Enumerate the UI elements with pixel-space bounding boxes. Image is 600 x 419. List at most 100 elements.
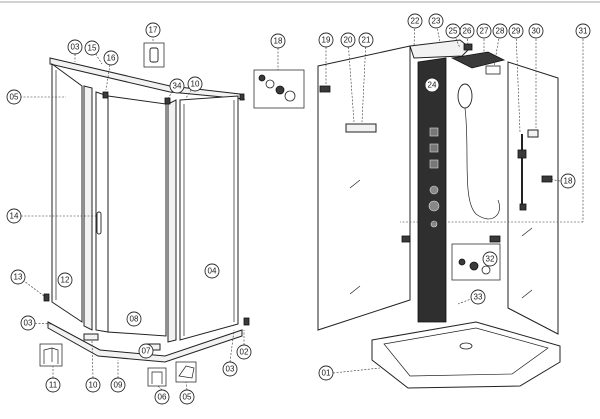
svg-text:26: 26 bbox=[463, 27, 472, 36]
right-back-wall bbox=[507, 61, 559, 335]
label-31: 31 bbox=[575, 23, 591, 39]
label-24: 24 bbox=[424, 77, 440, 93]
part-05-guide bbox=[175, 361, 197, 383]
svg-text:17: 17 bbox=[149, 26, 158, 35]
svg-text:01: 01 bbox=[322, 369, 331, 378]
svg-text:05: 05 bbox=[183, 393, 192, 402]
svg-text:11: 11 bbox=[49, 381, 58, 390]
bottom-rail bbox=[47, 321, 243, 363]
label-06: 06 bbox=[154, 389, 170, 405]
shower-tray bbox=[371, 321, 561, 389]
label-02: 02 bbox=[236, 344, 252, 360]
svg-text:08: 08 bbox=[130, 315, 139, 324]
overhead-arm bbox=[409, 39, 471, 59]
part-labels: 01 02 03 03 03 04 05 05 06 07 08 09 10 1… bbox=[6, 13, 591, 405]
svg-text:15: 15 bbox=[88, 44, 97, 53]
label-13: 13 bbox=[10, 269, 26, 285]
wall-bracket-1 bbox=[401, 235, 411, 243]
center-profile bbox=[167, 99, 177, 343]
svg-text:07: 07 bbox=[142, 347, 151, 356]
svg-text:10: 10 bbox=[89, 381, 98, 390]
left-door-strip bbox=[83, 85, 93, 331]
label-03-bottom: 03 bbox=[222, 361, 238, 377]
label-28: 28 bbox=[492, 23, 508, 39]
svg-text:10: 10 bbox=[191, 80, 200, 89]
right-door bbox=[179, 95, 239, 341]
svg-text:16: 16 bbox=[107, 54, 116, 63]
svg-text:12: 12 bbox=[61, 276, 70, 285]
wall-bracket-3 bbox=[541, 175, 553, 183]
back-wall-assembly bbox=[317, 39, 561, 389]
control-knob-1 bbox=[429, 185, 439, 195]
body-jet-3 bbox=[429, 159, 439, 169]
end-cap-right bbox=[243, 317, 250, 326]
svg-text:28: 28 bbox=[496, 27, 505, 36]
label-05-bottom: 05 bbox=[179, 389, 195, 405]
svg-text:13: 13 bbox=[14, 273, 23, 282]
label-18-right: 18 bbox=[560, 173, 576, 189]
label-03-mid: 03 bbox=[20, 315, 36, 331]
body-jet-2 bbox=[429, 143, 439, 153]
left-fixed-panel bbox=[51, 63, 83, 323]
label-01: 01 bbox=[318, 365, 334, 381]
rain-head bbox=[450, 51, 506, 69]
part-11-seal bbox=[39, 343, 63, 367]
label-20: 20 bbox=[340, 32, 356, 48]
leader-lines bbox=[19, 21, 584, 391]
end-cap-left bbox=[43, 293, 50, 302]
label-34: 34 bbox=[169, 78, 185, 94]
svg-text:31: 31 bbox=[579, 27, 588, 36]
svg-text:05: 05 bbox=[10, 93, 19, 102]
label-25: 25 bbox=[445, 23, 461, 39]
left-back-wall bbox=[317, 45, 411, 331]
label-08: 08 bbox=[126, 311, 142, 327]
bottom-guide-left bbox=[83, 333, 99, 341]
part-17-box bbox=[143, 42, 165, 68]
svg-text:06: 06 bbox=[158, 393, 167, 402]
label-32: 32 bbox=[482, 251, 498, 267]
enclosure-assembly bbox=[43, 57, 250, 363]
tray-drain bbox=[459, 342, 473, 350]
svg-text:27: 27 bbox=[480, 27, 489, 36]
part-06-part bbox=[147, 367, 167, 387]
svg-text:19: 19 bbox=[322, 36, 331, 45]
label-09: 09 bbox=[110, 377, 126, 393]
label-15: 15 bbox=[84, 40, 100, 56]
svg-text:34: 34 bbox=[173, 82, 182, 91]
roller-right bbox=[164, 97, 171, 105]
svg-text:18: 18 bbox=[274, 37, 283, 46]
hand-shower bbox=[457, 83, 473, 109]
label-23: 23 bbox=[428, 13, 444, 29]
label-07: 07 bbox=[138, 343, 154, 359]
slide-holder bbox=[517, 149, 527, 159]
label-26: 26 bbox=[459, 23, 475, 39]
label-10-top: 10 bbox=[187, 76, 203, 92]
svg-text:24: 24 bbox=[428, 81, 437, 90]
label-16: 16 bbox=[103, 50, 119, 66]
svg-text:32: 32 bbox=[486, 255, 495, 264]
label-14: 14 bbox=[6, 208, 22, 224]
svg-text:21: 21 bbox=[362, 36, 371, 45]
bar-top-bracket bbox=[527, 129, 539, 138]
label-04: 04 bbox=[204, 263, 220, 279]
overhead-connector bbox=[463, 43, 473, 51]
label-12: 12 bbox=[57, 272, 73, 288]
label-30: 30 bbox=[528, 23, 544, 39]
control-knob-2 bbox=[428, 200, 440, 212]
control-knob-3 bbox=[430, 220, 438, 228]
svg-text:22: 22 bbox=[411, 17, 420, 26]
label-05-top: 05 bbox=[6, 89, 22, 105]
svg-text:03: 03 bbox=[71, 43, 80, 52]
part-32-fittings bbox=[451, 243, 501, 281]
wall-bracket-5 bbox=[345, 123, 377, 133]
label-33: 33 bbox=[470, 289, 486, 305]
svg-text:18: 18 bbox=[564, 177, 573, 186]
bar-bottom-bracket bbox=[519, 203, 527, 211]
wall-bracket-2 bbox=[489, 235, 501, 243]
label-22: 22 bbox=[407, 13, 423, 29]
label-29: 29 bbox=[508, 23, 524, 39]
label-10-bottom: 10 bbox=[85, 377, 101, 393]
svg-text:29: 29 bbox=[512, 27, 521, 36]
svg-text:14: 14 bbox=[10, 212, 19, 221]
body-jet-1 bbox=[429, 127, 439, 137]
